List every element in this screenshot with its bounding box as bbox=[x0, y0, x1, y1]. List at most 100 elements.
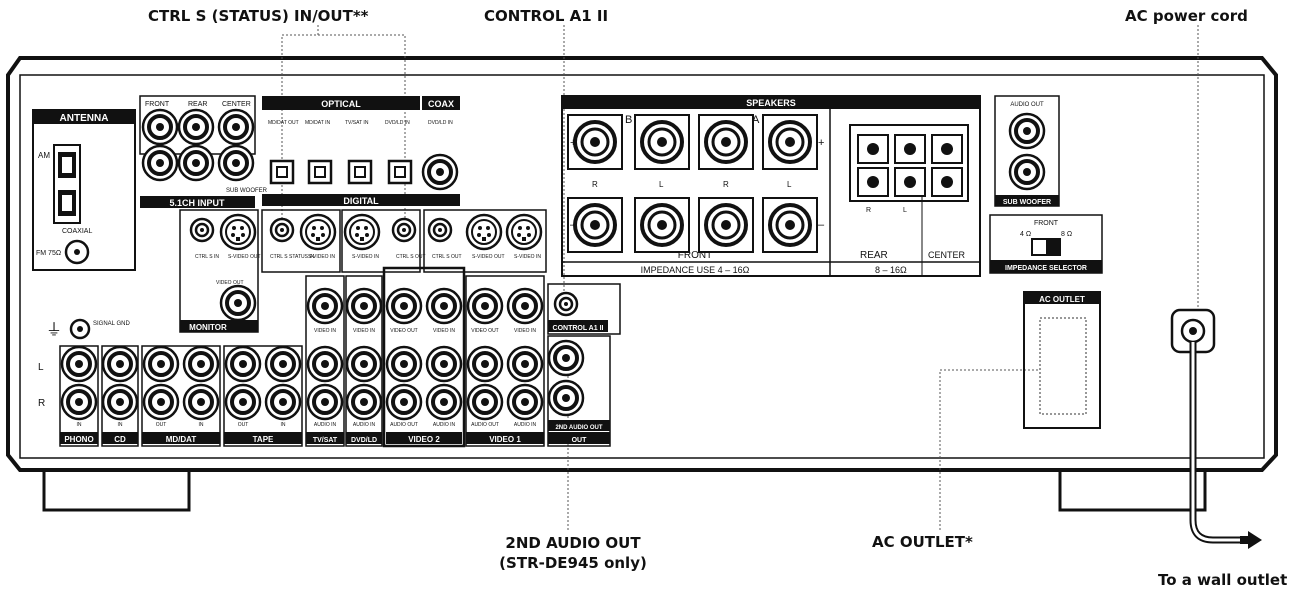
svg-text:–: – bbox=[570, 219, 577, 231]
ac-power-cord bbox=[1170, 308, 1240, 544]
speakers-header: SPEAKERS bbox=[746, 98, 796, 108]
second-audio-out-callout: 2ND AUDIO OUT (STR-DE945 only) bbox=[478, 533, 668, 573]
spk-l-label-2: L bbox=[787, 180, 792, 189]
row-l-label: L bbox=[38, 362, 44, 373]
dvd-ld-video-in-label: VIDEO IN bbox=[353, 328, 375, 334]
impedance-selector-switch[interactable] bbox=[1031, 238, 1061, 256]
ac-outlet-callout: AC OUTLET* bbox=[872, 533, 973, 551]
ctrl-s-status-in-label: CTRL S STATUS IN bbox=[270, 254, 315, 260]
video1-header: VIDEO 1 bbox=[489, 435, 521, 444]
ch51-rear-r-jack bbox=[177, 144, 215, 182]
fm-coaxial-jack bbox=[64, 239, 90, 265]
opt-md-dat-in-label: MD/DAT IN bbox=[305, 120, 330, 126]
video2-video-out-label: VIDEO OUT bbox=[390, 328, 418, 334]
video1-jacks bbox=[465, 275, 545, 447]
monitor-video-out-jack bbox=[219, 284, 257, 322]
speakers-center-label: CENTER bbox=[928, 250, 966, 260]
speaker-a-l-plus-terminal bbox=[761, 113, 819, 171]
rear-r-label: R bbox=[866, 207, 871, 214]
row-r-label: R bbox=[38, 398, 45, 409]
second-audio-out-jacks bbox=[547, 335, 611, 447]
optical-md-dat-out-port bbox=[269, 159, 295, 185]
video2-s-video-out-label: S-VIDEO OUT bbox=[472, 254, 505, 260]
video1-video-out-label: VIDEO OUT bbox=[471, 328, 499, 334]
control-a1-jack bbox=[553, 291, 579, 317]
control-a1-callout: CONTROL A1 II bbox=[484, 7, 609, 25]
opt-dvd-ld-in-label: DVD/LD IN bbox=[385, 120, 410, 126]
dvd-ld-header: DVD/LD bbox=[351, 437, 377, 444]
optical-dvd-ld-in-port bbox=[387, 159, 413, 185]
coax-header: COAX bbox=[428, 99, 454, 109]
coaxial-label: COAXIAL bbox=[62, 228, 92, 235]
speakers-rear-label: REAR bbox=[860, 250, 888, 261]
md-dat-out-label: OUT bbox=[156, 422, 167, 428]
impedance-rear-label: 8 – 16Ω bbox=[875, 265, 907, 275]
tv-sat-s-video-in-label: S-VIDEO IN bbox=[308, 254, 335, 260]
video2-audio-out-label: AUDIO OUT bbox=[390, 422, 418, 428]
md-dat-in-label: IN bbox=[199, 422, 204, 428]
svg-text:+: + bbox=[570, 137, 576, 149]
speakers-front-label: FRONT bbox=[678, 250, 712, 261]
subwoofer-audio-out-jack-2 bbox=[1008, 153, 1046, 191]
cd-header: CD bbox=[114, 435, 126, 444]
wall-outlet-arrow-icon bbox=[1240, 531, 1262, 549]
rear-l-label: L bbox=[903, 207, 907, 214]
dvd-s-video-in-jack bbox=[343, 213, 381, 251]
optical-header: OPTICAL bbox=[321, 99, 361, 109]
second-audio-out-label: 2ND AUDIO OUT bbox=[505, 534, 641, 552]
coax-dvd-ld-in-label: DVD/LD IN bbox=[428, 120, 453, 126]
fm-label: FM 75Ω bbox=[36, 250, 61, 257]
second-audio-out-out-label: OUT bbox=[572, 437, 588, 444]
ctrl-s-out-label: CTRL S OUT bbox=[396, 254, 426, 260]
impedance-use-label: IMPEDANCE USE 4 – 16Ω bbox=[641, 265, 750, 275]
ch51-rear-l-jack bbox=[177, 108, 215, 146]
imp-front-label: FRONT bbox=[1034, 220, 1059, 227]
ch51-center-label: CENTER bbox=[222, 101, 251, 108]
video1-video-in-label: VIDEO IN bbox=[514, 328, 536, 334]
video2-jacks bbox=[382, 266, 466, 448]
ch51-subwoofer-label: SUB WOOFER bbox=[226, 188, 268, 194]
tv-sat-s-video-in-jack bbox=[299, 213, 337, 251]
tape-out-label: OUT bbox=[238, 422, 249, 428]
am-label: AM bbox=[38, 151, 50, 160]
str-de945-only-label: (STR-DE945 only) bbox=[499, 554, 647, 572]
speaker-a-r-minus-terminal bbox=[697, 196, 755, 254]
video1-audio-in-label: AUDIO IN bbox=[514, 422, 537, 428]
video1-s-video-in-jack bbox=[505, 213, 543, 251]
sub-audio-out-label: AUDIO OUT bbox=[1010, 102, 1044, 108]
svg-text:–: – bbox=[818, 219, 825, 231]
video2-s-video-out-jack bbox=[465, 213, 503, 251]
monitor-ctrl-s-in-label: CTRL S IN bbox=[195, 254, 219, 260]
tv-sat-header: TV/SAT bbox=[313, 437, 338, 444]
ctrl-s-status-in-jack bbox=[269, 217, 295, 243]
tape-jacks bbox=[223, 345, 303, 447]
dvd-ld-audio-in-label: AUDIO IN bbox=[353, 422, 376, 428]
monitor-header: MONITOR bbox=[189, 323, 227, 332]
phono-in-label: IN bbox=[77, 422, 82, 428]
monitor-s-video-out-jack bbox=[219, 213, 257, 251]
ch51-rear-label: REAR bbox=[188, 101, 207, 108]
ch51-input-header: 5.1CH INPUT bbox=[169, 198, 225, 208]
subwoofer-audio-out-jack-1 bbox=[1008, 112, 1046, 150]
speaker-a-r-plus-terminal bbox=[697, 113, 755, 171]
imp-4ohm-label: 4 Ω bbox=[1020, 231, 1031, 238]
video2-video-in-label: VIDEO IN bbox=[433, 328, 455, 334]
antenna-header: ANTENNA bbox=[60, 113, 109, 124]
spk-r-label-1: R bbox=[592, 180, 598, 189]
rear-center-speaker-terminals bbox=[857, 134, 963, 197]
signal-gnd-terminal bbox=[69, 318, 91, 340]
video2-header: VIDEO 2 bbox=[408, 435, 440, 444]
tv-sat-audio-in-label: AUDIO IN bbox=[314, 422, 337, 428]
ac-power-cord-callout: AC power cord bbox=[1125, 7, 1248, 25]
speaker-b-l-minus-terminal bbox=[633, 196, 691, 254]
video1-audio-out-label: AUDIO OUT bbox=[471, 422, 499, 428]
ac-outlet-header: AC OUTLET bbox=[1039, 295, 1085, 304]
tv-sat-video-in-label: VIDEO IN bbox=[314, 328, 336, 334]
monitor-video-out-label: VIDEO OUT bbox=[216, 280, 244, 286]
md-dat-header: MD/DAT bbox=[166, 435, 197, 444]
ch51-front-r-jack bbox=[141, 144, 179, 182]
ac-outlet-socket bbox=[1039, 317, 1087, 415]
ctrl-s-out-jack bbox=[391, 217, 417, 243]
ground-icon: ⏚ bbox=[46, 321, 62, 339]
monitor-ctrl-s-in-jack bbox=[189, 217, 215, 243]
